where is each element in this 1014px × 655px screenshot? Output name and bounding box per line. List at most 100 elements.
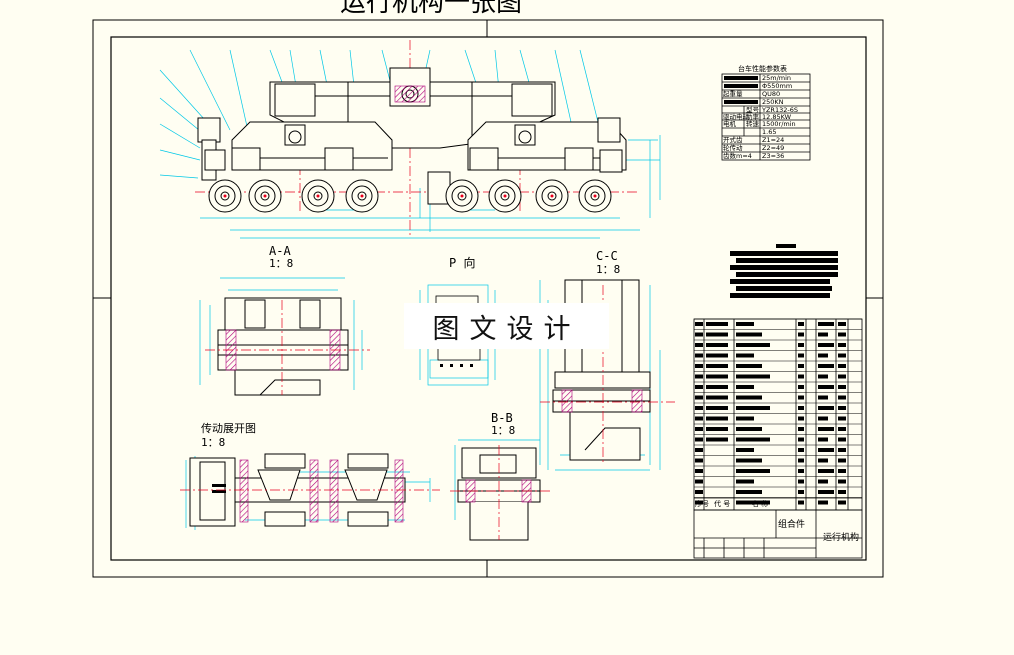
parts-cell-block	[736, 479, 754, 484]
parts-cell-block	[706, 343, 728, 347]
parts-cell-block	[838, 364, 846, 368]
sheet-frame	[92, 19, 884, 578]
parts-cell-block	[838, 437, 846, 442]
param-cell-2-1: 起重量	[723, 90, 743, 98]
parts-cell-block	[818, 469, 834, 473]
view-p-title: P 向	[449, 256, 476, 270]
parts-cell-block	[838, 416, 846, 421]
parts-cell-block	[818, 406, 834, 410]
parts-cell-block	[736, 332, 762, 337]
title-block-assembly: 组合件	[778, 520, 806, 530]
param-cell-5-3: 12.85KW	[762, 113, 792, 121]
parts-cell-block	[736, 353, 754, 358]
parts-cell-block	[736, 374, 770, 379]
param-cell-8-1: 开式齿	[723, 136, 743, 144]
parts-cell-block	[838, 322, 846, 326]
parts-cell-block	[706, 395, 728, 400]
parts-cell-block	[695, 343, 703, 347]
transmission-view-scale: 1：8	[201, 436, 226, 449]
parts-list-text-blocks	[695, 322, 846, 505]
parts-list-grid	[693, 318, 863, 559]
title-block-col-code: 代 号	[714, 500, 731, 508]
parts-cell-block	[695, 416, 703, 421]
parts-cell-block	[706, 406, 728, 410]
section-aa	[199, 277, 370, 396]
parts-cell-block	[706, 322, 728, 326]
parts-cell-block	[736, 395, 762, 400]
parts-cell-block	[798, 395, 804, 400]
parts-cell-block	[818, 479, 828, 484]
parts-cell-block	[706, 364, 728, 368]
param-table-title: 台车性能参数表	[738, 65, 787, 73]
parts-cell-block	[798, 479, 804, 484]
parts-cell-block	[798, 490, 804, 494]
parts-cell-block	[736, 427, 762, 431]
parts-cell-block	[818, 364, 834, 368]
section-bb	[450, 439, 550, 541]
view-bb-title: B-B	[491, 411, 513, 425]
parts-cell-block	[706, 385, 728, 389]
parts-cell-block	[695, 364, 703, 368]
parts-cell-block	[798, 385, 804, 389]
parts-cell-block	[838, 448, 846, 452]
parts-cell-block	[818, 343, 834, 347]
left-balance-beam	[197, 117, 393, 181]
parts-cell-block	[695, 469, 703, 473]
parts-cell-block	[798, 437, 804, 442]
parts-cell-block	[838, 406, 846, 410]
param-table-grid	[721, 73, 811, 161]
parts-cell-block	[736, 343, 770, 347]
param-cell-8-3: Z1=24	[762, 136, 785, 144]
parts-cell-block	[838, 458, 846, 463]
parts-cell-block	[838, 343, 846, 347]
transmission-view	[180, 453, 440, 530]
param-cell-9-1: 轮传动	[723, 144, 743, 152]
parts-cell-block	[838, 374, 846, 379]
param-cell-6-3: 1500r/min	[762, 120, 796, 128]
parts-cell-block	[818, 385, 834, 389]
parts-cell-block	[818, 416, 828, 421]
parts-cell-block	[695, 385, 703, 389]
beam-hatching	[394, 85, 426, 103]
parts-cell-block	[798, 448, 804, 452]
view-bb-scale: 1：8	[491, 424, 516, 437]
parts-cell-block	[706, 437, 728, 442]
view-aa-title: A-A	[269, 244, 291, 258]
parts-cell-block	[695, 427, 703, 431]
parts-cell-block	[818, 500, 828, 505]
parts-cell-block	[798, 322, 804, 326]
parts-cell-block	[736, 364, 762, 368]
param-cell-5-1: 驱动电动	[723, 113, 749, 121]
watermark-label: 图文设计	[404, 303, 609, 349]
param-cell-4-2: 型号	[746, 106, 759, 114]
parts-cell-block	[798, 500, 804, 505]
transmission-view-title: 传动展开图	[201, 422, 256, 435]
param-cell-3-3: 250KN	[762, 98, 784, 106]
parts-cell-block	[818, 374, 828, 379]
parts-cell-block	[838, 332, 846, 337]
parts-cell-block	[818, 448, 834, 452]
param-cell-10-3: Z3=36	[762, 152, 785, 160]
view-aa-scale: 1：8	[269, 257, 294, 270]
param-cell-6-2: 转速	[746, 120, 759, 128]
param-cell-5-2: 功率	[746, 113, 759, 121]
parts-cell-block	[695, 406, 703, 410]
parts-cell-block	[818, 332, 828, 337]
parts-cell-block	[695, 395, 703, 400]
parts-cell-block	[818, 322, 834, 326]
parts-cell-block	[695, 374, 703, 379]
parts-cell-block	[736, 406, 770, 410]
bogie-elevation-view	[159, 40, 661, 239]
view-cc-title: C-C	[596, 249, 618, 263]
parts-cell-block	[818, 395, 828, 400]
parts-cell-block	[838, 353, 846, 358]
param-table-blocks	[724, 76, 758, 104]
parts-cell-block	[736, 448, 754, 452]
param-cell-9-3: Z2=49	[762, 144, 785, 152]
parts-cell-block	[838, 395, 846, 400]
param-cell-0-3: 25m/min	[762, 74, 792, 82]
parts-cell-block	[838, 385, 846, 389]
parts-cell-block	[798, 469, 804, 473]
param-cell-6-1: 电机	[723, 120, 736, 128]
